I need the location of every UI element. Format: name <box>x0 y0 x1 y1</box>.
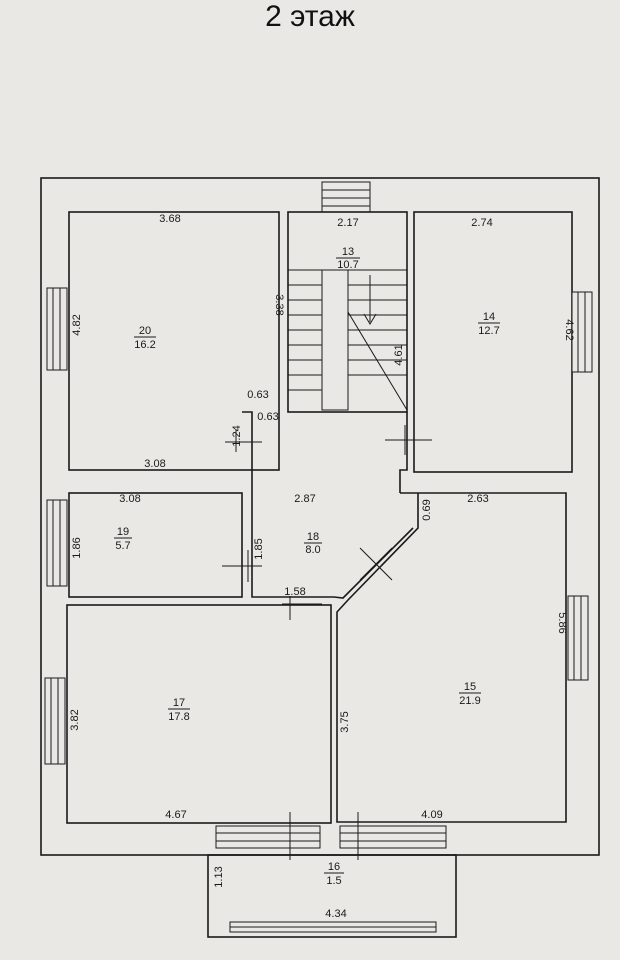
dim-r16-bottom: 4.34 <box>325 908 346 920</box>
dim-r13-top: 2.17 <box>337 217 358 229</box>
dim-stair-diag: 4.61 <box>393 344 405 365</box>
door-marks <box>222 425 432 860</box>
dim-r14-top: 2.74 <box>471 217 492 229</box>
room-labels: 20 16.2 13 10.7 14 12.7 19 5.7 18 8.0 17… <box>114 246 500 887</box>
room-13-number: 13 <box>342 246 354 258</box>
room-17-number: 17 <box>173 697 185 709</box>
room-15-outline <box>336 492 567 823</box>
dim-r20-right: 3.38 <box>273 294 285 315</box>
room-18-area: 8.0 <box>305 544 320 556</box>
room-17-area: 17.8 <box>168 711 189 723</box>
room-13-area: 10.7 <box>337 259 358 271</box>
dim-r14-right: 4.62 <box>563 319 575 340</box>
room-18-jog <box>242 411 253 440</box>
staircase <box>288 181 408 411</box>
room-18-right-wall <box>399 412 408 493</box>
dim-r18-diag: 0.69 <box>421 499 433 520</box>
room-16-number: 16 <box>328 861 340 873</box>
dim-r16-left: 1.13 <box>213 866 225 887</box>
dim-r19-top: 3.08 <box>119 493 140 505</box>
room-19-number: 19 <box>117 526 129 538</box>
room-14-number: 14 <box>483 311 495 323</box>
dimension-labels: 3.68 4.82 3.38 3.08 0.63 0.63 1.24 2.17 … <box>69 213 575 920</box>
dim-r19-right: 1.85 <box>253 538 265 559</box>
dim-r20-left: 4.82 <box>71 314 83 335</box>
room-18-number: 18 <box>307 531 319 543</box>
room-19-area: 5.7 <box>115 540 130 552</box>
room-20-outline <box>68 211 280 471</box>
dim-r15-top: 2.63 <box>467 493 488 505</box>
dim-r20-bottom: 3.08 <box>144 458 165 470</box>
dim-r18-top: 2.87 <box>294 493 315 505</box>
floor-title: 2 этаж <box>265 0 355 33</box>
dim-r15-bottom: 4.09 <box>421 809 442 821</box>
dim-door-w: 1.24 <box>231 425 243 446</box>
room-17-outline <box>66 604 332 824</box>
dim-r19-left: 1.86 <box>71 537 83 558</box>
dim-r15-left: 3.75 <box>339 711 351 732</box>
dim-jog-a: 0.63 <box>247 389 268 401</box>
room-15-number: 15 <box>464 681 476 693</box>
windows <box>44 287 593 849</box>
room-20-area: 16.2 <box>134 339 155 351</box>
dim-r17-left: 3.82 <box>69 709 81 730</box>
dim-r20-top: 3.68 <box>159 213 180 225</box>
room-18-left-wall <box>251 440 334 598</box>
room-14-outline <box>413 211 573 473</box>
room-15-area: 21.9 <box>459 695 480 707</box>
dim-r15-right: 5.86 <box>556 612 568 633</box>
dim-r17-bottom: 4.67 <box>165 809 186 821</box>
room-19-outline <box>68 492 243 598</box>
outer-wall <box>40 177 600 856</box>
dim-r18-bottom: 1.58 <box>284 586 305 598</box>
room-16-area: 1.5 <box>326 875 341 887</box>
dim-jog-b: 0.63 <box>257 411 278 423</box>
balcony-outline <box>207 854 457 938</box>
room-20-number: 20 <box>139 325 151 337</box>
room-14-area: 12.7 <box>478 325 499 337</box>
room-18-diag-wall <box>333 527 414 599</box>
